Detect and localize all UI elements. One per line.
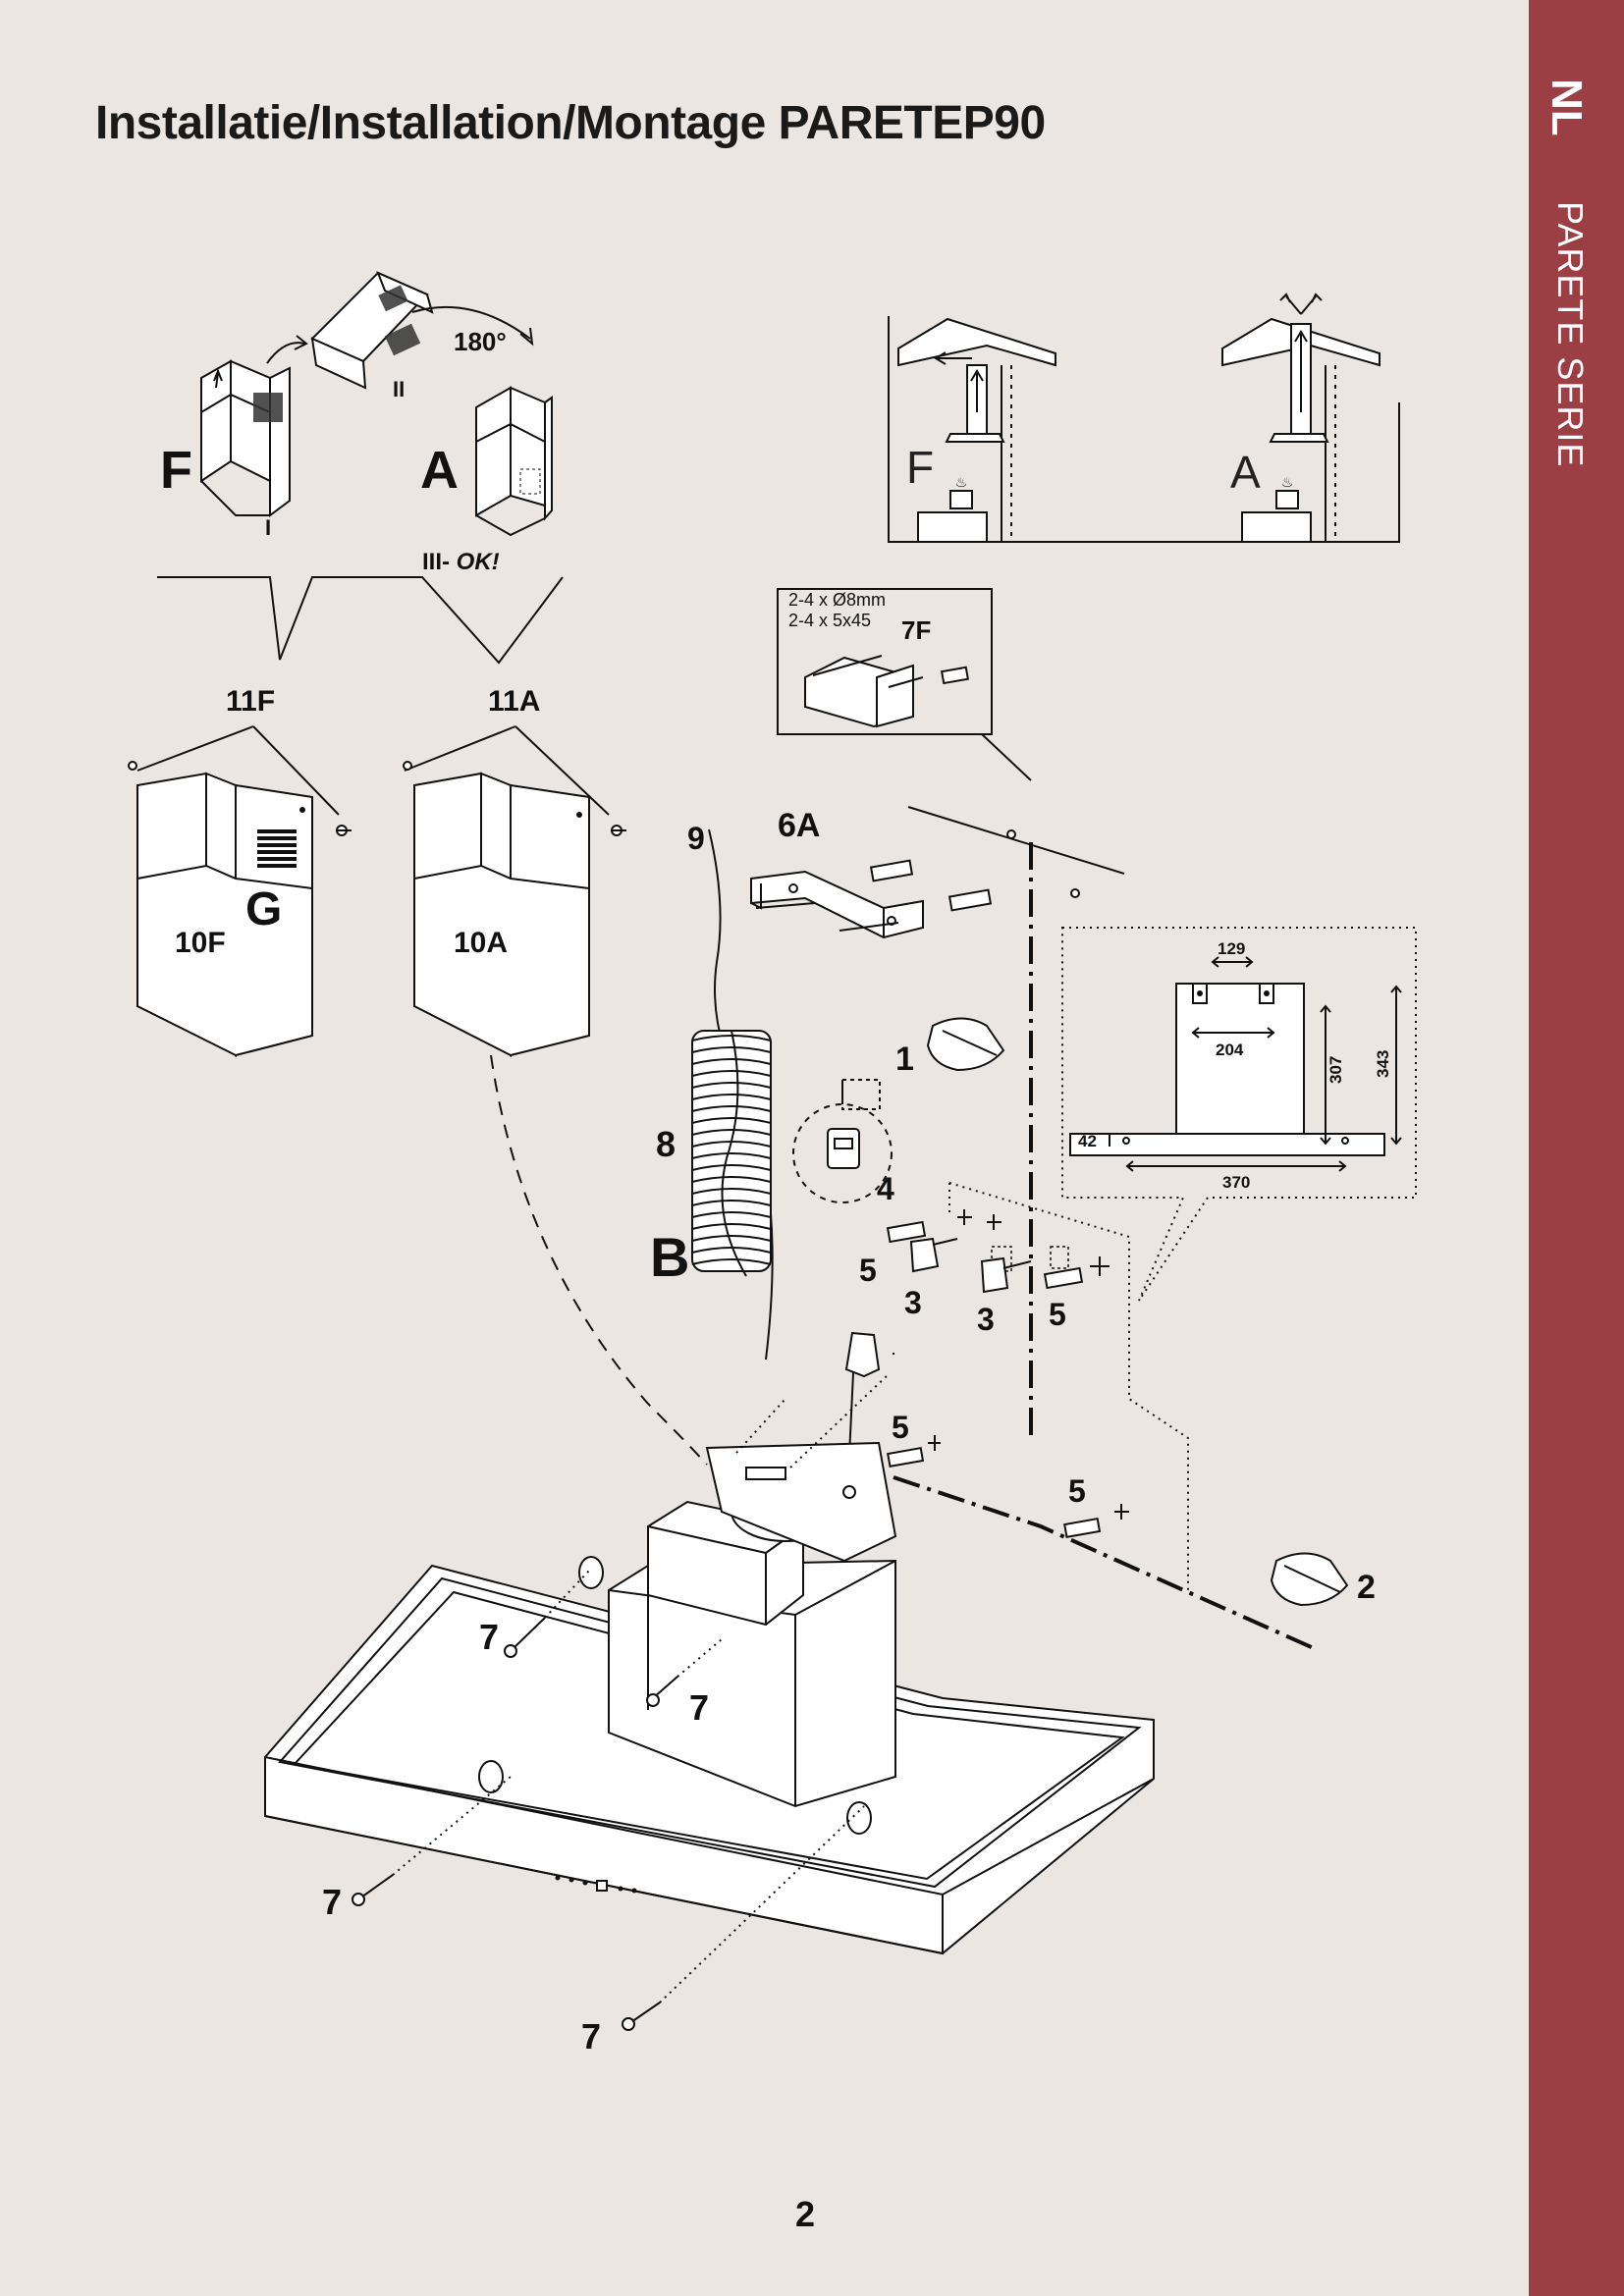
step-ii-label: II (393, 377, 405, 401)
dim-343: 343 (1374, 1050, 1392, 1078)
svg-text:♨: ♨ (1281, 474, 1294, 490)
cooker-hood: 7 7 7 7 (264, 1373, 1155, 2056)
dim-42: 42 (1078, 1132, 1097, 1150)
bracket-6a-label: 6A (778, 807, 820, 844)
lower-chimney-a-label: 10A (454, 927, 508, 959)
step-iii-label: III- OK! (422, 549, 500, 575)
dim-204: 204 (1216, 1041, 1244, 1059)
wall-mounting: 9 6A (650, 806, 1376, 1651)
airflow-label-a: A (1230, 447, 1261, 498)
valve-label: 4 (877, 1171, 894, 1206)
upper-chimney-a-label: 11A (488, 685, 540, 718)
airflow-label-f: F (906, 442, 934, 493)
upper-chimney-f-label: 11F (226, 685, 275, 718)
dimension-callout: 129 204 307 343 42 370 (1061, 927, 1417, 1302)
plug-label-1: 5 (859, 1253, 877, 1288)
bracket-7f-spec-1: 2-4 x Ø8mm (788, 590, 886, 610)
screw-label-1: 7 (479, 1617, 499, 1657)
language-code: NL (1543, 79, 1591, 136)
airflow-modes-panel: ♨ ♨ F A (888, 293, 1400, 543)
hose-label: 8 (656, 1124, 676, 1164)
bracket-7f-spec-2: 2-4 x 5x45 (788, 611, 871, 630)
lower-chimney-f-label: 10F (175, 927, 226, 959)
svg-text:♨: ♨ (955, 474, 968, 490)
hook-label-2: 3 (977, 1302, 995, 1337)
step-1-label: 1 (895, 1041, 914, 1078)
conversion-label-f: F (160, 441, 192, 500)
screw-label-2: 7 (689, 1687, 709, 1728)
plug-label-4: 5 (1068, 1473, 1086, 1509)
grille-label: G (245, 883, 282, 935)
rotation-label: 180° (454, 327, 507, 356)
bracket-7f-label: 7F (901, 615, 931, 645)
screw-label-4: 7 (581, 2016, 601, 2056)
dim-370: 370 (1222, 1173, 1250, 1192)
screw-label-3: 7 (322, 1882, 342, 1922)
language-side-band (1529, 0, 1624, 2296)
bracket-7f-callout: 2-4 x Ø8mm 2-4 x 5x45 7F (777, 588, 1032, 781)
series-label: PARETE SERIE (1550, 201, 1591, 468)
installation-diagram: 180° II F A I III- OK! ♨ (128, 271, 1417, 2056)
step-i-label: I (265, 515, 271, 540)
hook-label-1: 3 (904, 1285, 922, 1320)
plug-label-2: 5 (1049, 1297, 1066, 1332)
cable-label: 9 (687, 821, 705, 856)
plug-label-3: 5 (892, 1410, 909, 1445)
dim-129: 129 (1218, 939, 1245, 958)
chimney-parts: 11F 11A G 10F 10A (128, 685, 708, 1466)
step-2-label: 2 (1357, 1569, 1376, 1606)
flexible-hose (691, 1030, 772, 1277)
page-number: 2 (795, 2194, 816, 2234)
dim-307: 307 (1326, 1056, 1345, 1084)
chimney-conversion-panel: 180° II F A I III- OK! (157, 271, 564, 665)
hose-letter-label: B (650, 1226, 689, 1288)
page-title: Installatie/Installation/Montage PARETEP… (95, 97, 1046, 149)
conversion-label-a: A (420, 441, 459, 500)
